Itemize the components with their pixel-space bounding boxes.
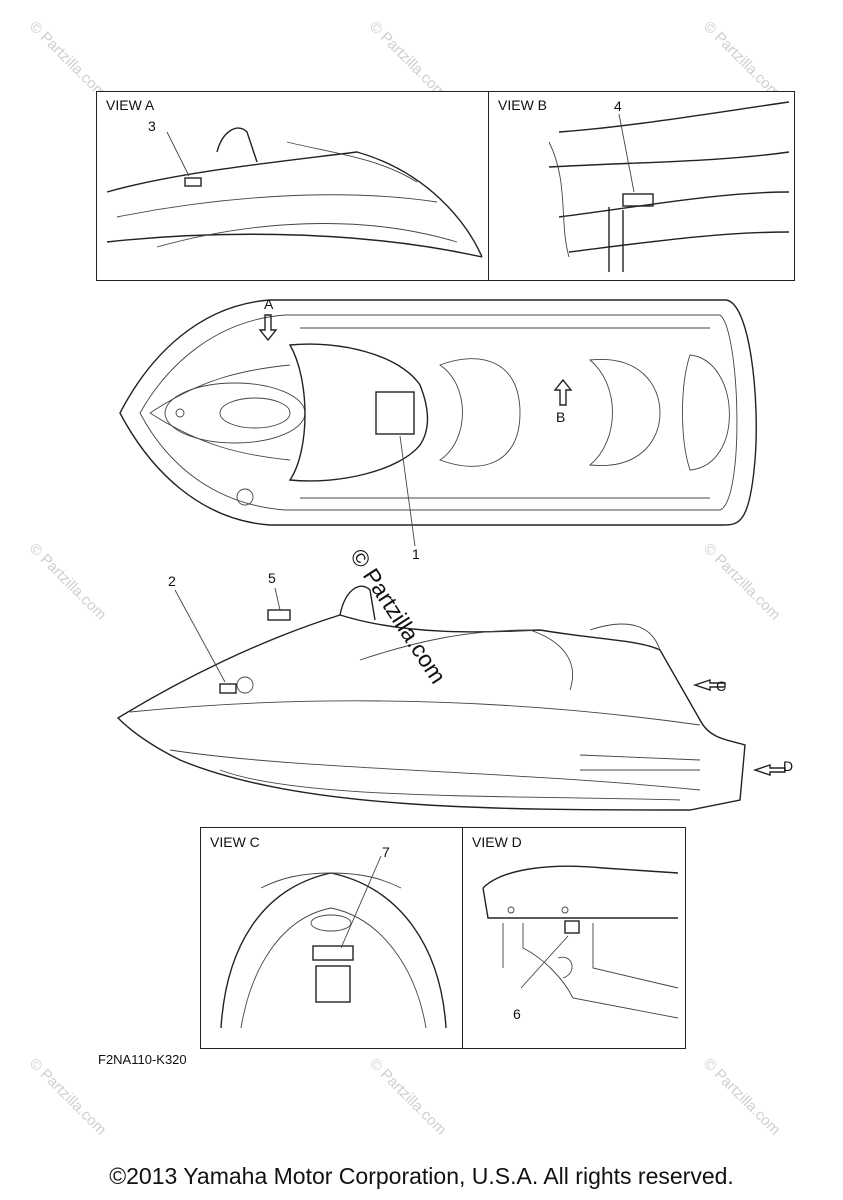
- view-c-drawing: [220, 855, 447, 1029]
- callout-4: 4: [614, 98, 622, 114]
- view-marker-d: D: [783, 758, 794, 774]
- callout-1: 1: [412, 546, 420, 562]
- view-a-panel: VIEW A 3: [96, 91, 490, 281]
- view-c-panel: VIEW C 7: [200, 827, 464, 1049]
- callout-5: 5: [268, 570, 276, 586]
- copyright: ©2013 Yamaha Motor Corporation, U.S.A. A…: [109, 1163, 734, 1189]
- view-marker-c: C: [716, 678, 727, 694]
- view-d-drawing: [482, 865, 679, 1019]
- view-c-title: VIEW C: [210, 834, 260, 850]
- part-code: F2NA110-K320: [98, 1052, 187, 1067]
- view-d-panel: VIEW D 6: [462, 827, 686, 1049]
- view-a-title: VIEW A: [106, 97, 155, 113]
- view-d-title: VIEW D: [472, 834, 522, 850]
- view-marker-b: B: [556, 409, 566, 425]
- callout-3: 3: [148, 118, 156, 134]
- view-marker-a: A: [264, 296, 274, 312]
- view-b-title: VIEW B: [498, 97, 548, 113]
- callout-6: 6: [513, 1006, 521, 1022]
- callout-2: 2: [168, 573, 176, 589]
- view-b-drawing: [548, 101, 790, 272]
- view-a-drawing: [106, 127, 483, 258]
- callout-7: 7: [382, 844, 390, 860]
- view-b-panel: VIEW B 4: [488, 91, 795, 281]
